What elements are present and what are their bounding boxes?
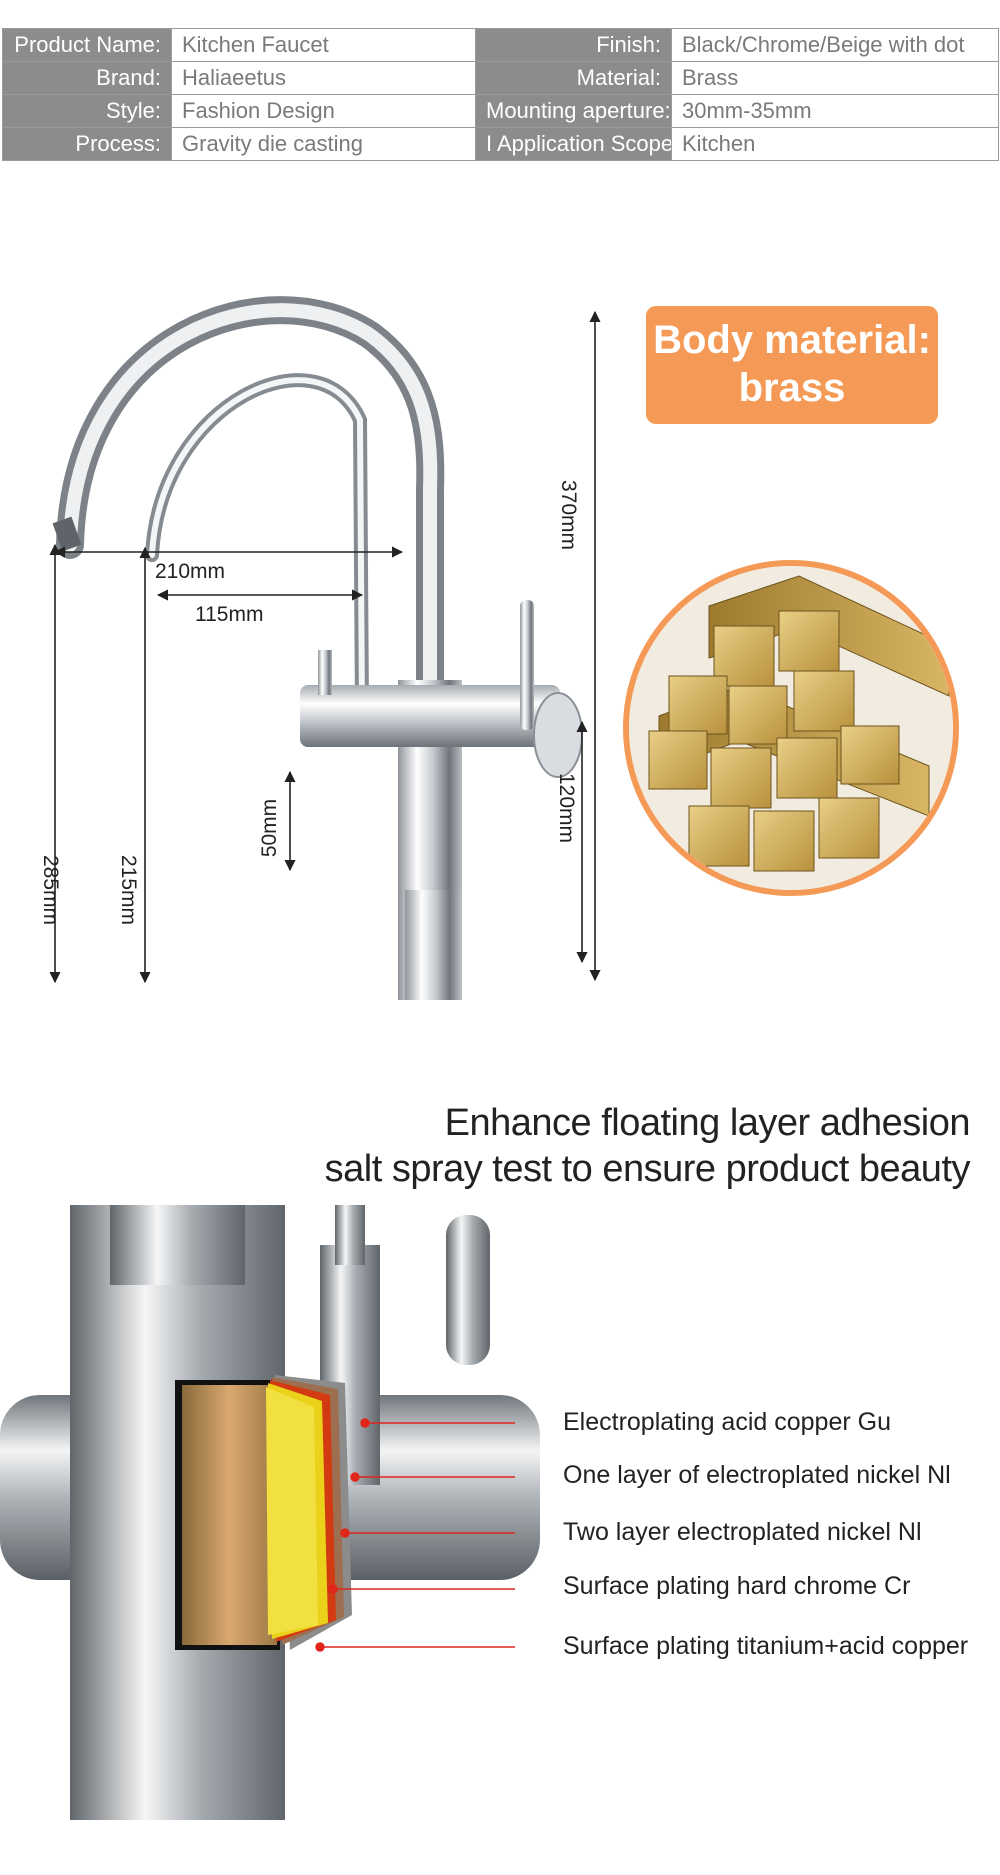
badge-line-1: Body material: <box>653 318 931 362</box>
layer-pointers <box>315 1418 515 1652</box>
dimension-section: 210mm 115mm 370mm 120mm 50mm 285mm 215mm… <box>0 290 1000 1010</box>
dim-label-370: 370mm <box>557 480 580 550</box>
headline-line-2: salt spray test to ensure product beauty <box>324 1148 971 1190</box>
layer-label-nickel-1: One layer of electroplated nickel Nl <box>563 1461 951 1489</box>
spec-label: I Application Scope: <box>475 127 672 161</box>
brass-bars-illustration <box>629 566 953 890</box>
spec-label: Product Name: <box>2 28 172 62</box>
layer-label-chrome: Surface plating hard chrome Cr <box>563 1572 911 1600</box>
layer-label-copper: Electroplating acid copper Gu <box>563 1408 891 1436</box>
faucet-body-illustration <box>0 1205 540 1820</box>
spec-label: Finish: <box>475 28 672 62</box>
dim-label-115: 115mm <box>195 603 263 626</box>
brass-bars-image <box>623 560 959 896</box>
spec-table: Product Name: Kitchen Faucet Finish: Bla… <box>2 28 999 161</box>
spec-value: Kitchen Faucet <box>171 28 476 62</box>
table-row: Style: Fashion Design Mounting aperture:… <box>2 94 999 128</box>
dim-label-215: 215mm <box>117 855 140 925</box>
spec-label: Mounting aperture: <box>475 94 672 128</box>
spec-label: Process: <box>2 127 172 161</box>
badge-line-2: brass <box>738 366 846 410</box>
faucet-illustration <box>52 296 583 1000</box>
headline: Enhance floating layer adhesion salt spr… <box>324 1100 971 1192</box>
spec-value: Gravity die casting <box>171 127 476 161</box>
layer-label-titanium: Surface plating titanium+acid copper <box>563 1632 969 1660</box>
headline-line-1: Enhance floating layer adhesion <box>444 1102 971 1144</box>
table-row: Brand: Haliaeetus Material: Brass <box>2 61 999 95</box>
material-badge: Body material: brass <box>646 306 938 424</box>
spec-label: Style: <box>2 94 172 128</box>
table-row: Product Name: Kitchen Faucet Finish: Bla… <box>2 28 999 62</box>
dim-label-285: 285mm <box>39 855 62 925</box>
faucet-dimension-drawing: 210mm 115mm 370mm 120mm 50mm 285mm 215mm <box>39 296 601 1000</box>
spec-value: 30mm-35mm <box>671 94 999 128</box>
spec-value: Haliaeetus <box>171 61 476 95</box>
dim-label-210: 210mm <box>155 560 225 583</box>
spec-value: Black/Chrome/Beige with dot <box>671 28 999 62</box>
spec-value: Brass <box>671 61 999 95</box>
spec-label: Brand: <box>2 61 172 95</box>
spec-label: Material: <box>475 61 672 95</box>
plating-cross-section <box>0 1205 540 1820</box>
dimension-lines <box>49 310 601 984</box>
spec-value: Fashion Design <box>171 94 476 128</box>
layer-label-nickel-2: Two layer electroplated nickel Nl <box>563 1518 922 1546</box>
dim-label-50: 50mm <box>258 799 281 857</box>
dim-label-120: 120mm <box>555 773 578 843</box>
spec-value: Kitchen <box>671 127 999 161</box>
table-row: Process: Gravity die casting I Applicati… <box>2 127 999 161</box>
